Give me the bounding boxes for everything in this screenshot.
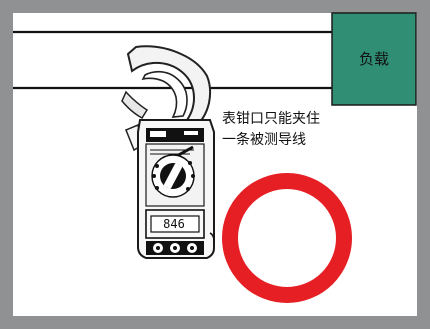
meter-model-mark [184, 131, 198, 135]
red-ring [222, 173, 352, 303]
meter-side-loop [209, 232, 215, 242]
meter-reading: 846 [163, 217, 185, 231]
meter-brand-mark [150, 131, 166, 137]
meter-jaw-inner [141, 70, 188, 118]
meter-dial-tick-2 [152, 174, 156, 178]
meter-port-1-center [156, 246, 160, 250]
caption-line-1: 表钳口只能夹住 [222, 111, 320, 127]
meter-dial-tick-4 [188, 161, 192, 165]
meter-port-3-center [190, 246, 194, 250]
meter-dial-pointer [164, 163, 182, 189]
meter-jaw-hinge [121, 90, 149, 119]
meter-display-screen [150, 215, 200, 233]
clamp-meter: 846 [121, 45, 215, 259]
meter-dial-tick-1 [155, 164, 159, 168]
load-box [331, 12, 417, 106]
meter-dial-tick-3 [155, 186, 159, 190]
meter-dial-tick-6 [186, 187, 190, 191]
meter-dial-tick-5 [191, 174, 195, 178]
load-label: 负载 [359, 50, 389, 68]
meter-port-2-center [173, 246, 177, 250]
caption-line-2: 一条被测导线 [222, 131, 306, 148]
